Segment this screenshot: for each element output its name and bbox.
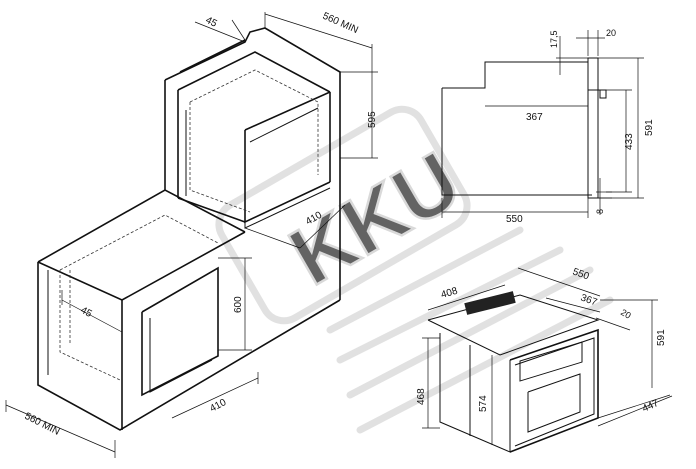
- label-iso-height: 591: [656, 329, 667, 346]
- label-side-door-offset: 367: [526, 112, 543, 123]
- label-side-bottom-offset: 8: [595, 209, 605, 214]
- watermark: KKU: [215, 105, 614, 434]
- label-lower-depth-45: 45: [79, 305, 94, 320]
- oven-iso-view: 408 550 367 20 591 468 574 447: [416, 266, 673, 453]
- label-side-height: 591: [644, 119, 655, 136]
- label-iso-side-height: 468: [416, 388, 427, 405]
- upper-cabinet: 45 560 MIN 595 410: [164, 11, 378, 300]
- label-side-inner-height: 433: [624, 133, 635, 150]
- label-upper-height: 595: [367, 111, 378, 128]
- label-iso-front: 20: [619, 307, 633, 321]
- label-upper-depth-45: 45: [204, 15, 219, 30]
- label-iso-front-width: 447: [641, 398, 661, 415]
- label-side-depth: 550: [506, 214, 523, 225]
- label-lower-width: 560 MIN: [23, 411, 62, 438]
- label-side-top-offset: 17,5: [549, 30, 559, 48]
- label-lower-height: 600: [233, 296, 244, 313]
- label-iso-inner-height: 574: [478, 395, 489, 412]
- oven-side-view: 17,5 20 367 591 433 550 8: [441, 28, 655, 225]
- label-iso-width: 408: [440, 286, 459, 301]
- label-upper-width: 560 MIN: [321, 11, 360, 36]
- label-side-front: 20: [606, 28, 616, 38]
